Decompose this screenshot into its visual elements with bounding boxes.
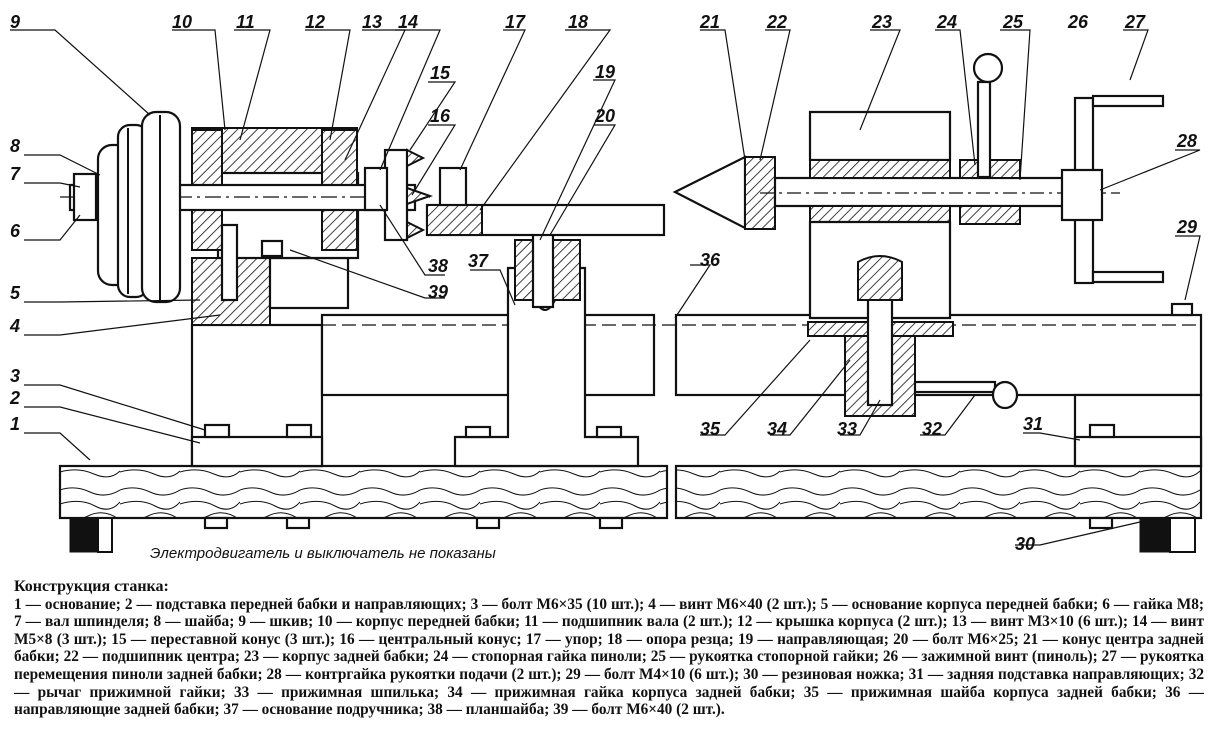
callout-7: 7	[10, 164, 21, 184]
headstock	[191, 127, 360, 326]
callout-24: 24	[936, 12, 957, 32]
tool-rest-support	[425, 166, 666, 237]
pulley	[96, 110, 182, 304]
callout-18: 18	[568, 12, 588, 32]
callout-2: 2	[9, 388, 20, 408]
callout-1: 1	[10, 414, 20, 434]
callout-3: 3	[10, 366, 20, 386]
callout-30: 30	[1015, 534, 1035, 554]
caption-body: 1 — основание; 2 — подставка передней ба…	[14, 595, 1204, 719]
callout-19: 19	[595, 62, 615, 82]
callout-26: 26	[1067, 12, 1089, 32]
callout-37: 37	[468, 251, 489, 271]
callout-31: 31	[1023, 414, 1043, 434]
callout-16: 16	[430, 106, 451, 126]
lever	[913, 380, 1019, 410]
faceplate	[363, 148, 434, 242]
callout-20: 20	[594, 106, 615, 126]
callout-22: 22	[766, 12, 787, 32]
rear-stand-top	[1073, 435, 1203, 468]
base-board	[58, 464, 1203, 520]
caption: Конструкция станка: 1 — основание; 2 — п…	[14, 578, 1204, 719]
feed-handle	[1060, 94, 1165, 285]
callout-4: 4	[9, 316, 20, 336]
callout-14: 14	[398, 12, 418, 32]
callout-15: 15	[430, 63, 451, 83]
callout-6: 6	[10, 221, 21, 241]
callout-33: 33	[837, 419, 857, 439]
callout-13: 13	[362, 12, 382, 32]
callout-38: 38	[428, 256, 448, 276]
callout-8: 8	[10, 136, 20, 156]
callout-32: 32	[922, 419, 942, 439]
leader-lines	[10, 29, 1201, 546]
rubber-foot	[69, 517, 113, 553]
callout-21: 21	[699, 12, 720, 32]
callout-12: 12	[305, 12, 325, 32]
callout-29: 29	[1176, 217, 1197, 237]
quill-screw	[773, 176, 1077, 208]
callout-5: 5	[10, 283, 21, 303]
rubber-foot	[1139, 517, 1196, 553]
callout-17: 17	[505, 12, 526, 32]
lock-handle	[972, 52, 1004, 179]
callout-11: 11	[236, 12, 255, 32]
callout-23: 23	[871, 12, 892, 32]
callout-9: 9	[10, 12, 20, 32]
guide-rails	[320, 313, 1203, 397]
bolt-heads	[203, 302, 1194, 530]
callout-34: 34	[767, 419, 787, 439]
clamp-assembly	[807, 255, 954, 417]
callout-39: 39	[428, 282, 448, 302]
nut	[72, 172, 98, 222]
callout-36: 36	[700, 250, 721, 270]
caption-title: Конструкция станка:	[14, 578, 169, 595]
drawing-note: Электродвигатель и выключатель не показа…	[150, 545, 496, 562]
callout-27: 27	[1124, 12, 1146, 32]
lathe-assembly-drawing: 9 10 11 12 13 14 15 16 17 18 19 20 21 22…	[9, 12, 1203, 562]
callout-25: 25	[1002, 12, 1024, 32]
callout-10: 10	[172, 12, 192, 32]
callout-35: 35	[700, 419, 721, 439]
tailstock-body	[808, 110, 1021, 320]
callout-28: 28	[1176, 131, 1197, 151]
front-stand-top	[190, 435, 324, 468]
